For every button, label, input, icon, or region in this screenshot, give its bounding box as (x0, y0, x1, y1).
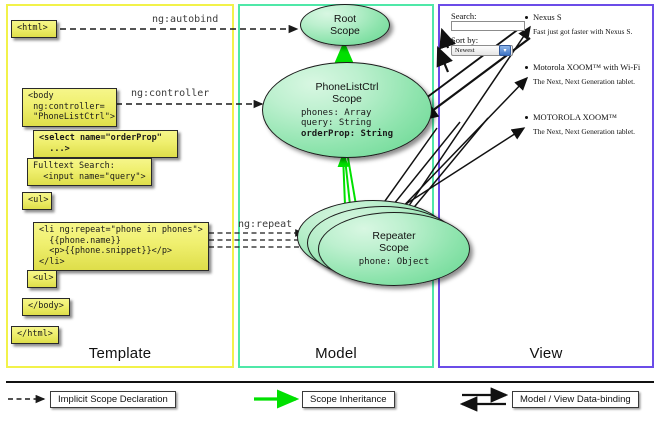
scope-repeater-props: phone: Object (359, 257, 429, 268)
codebox-body-open[interactable]: <body ng:controller= "PhoneListCtrl"> (22, 88, 117, 127)
scope-prop-query: query: String (300, 118, 372, 129)
legend-item-implicit-scope-declaration: Implicit Scope Declaration (50, 391, 176, 408)
panel-model-label: Model (315, 345, 357, 362)
codebox-ul-close[interactable]: <ul> (27, 270, 57, 288)
codebox-li-repeat[interactable]: <li ng:repeat="phone in phones"> {{phone… (33, 222, 209, 271)
phone-name: Nexus S (524, 12, 652, 22)
scope-root-title-1: Root (333, 13, 357, 25)
panel-view: View (438, 4, 654, 368)
list-item[interactable]: Motorola XOOM™ with Wi-Fi The Next, Next… (524, 62, 652, 86)
phone-snippet: The Next, Next Generation tablet. (533, 77, 636, 86)
legend-item-model-view-data-binding: Model / View Data-binding (512, 391, 639, 408)
scope-repeater-title-2: Scope (379, 242, 409, 255)
sort-select-value: Newest (455, 47, 475, 54)
panel-view-label: View (529, 345, 563, 362)
list-item[interactable]: Nexus S Fast just got faster with Nexus … (524, 12, 652, 36)
legend-divider (6, 381, 654, 383)
scope-prop-orderprop: orderProp: String (300, 128, 394, 139)
sort-select[interactable]: Newest ▾ (451, 45, 513, 56)
scope-phonelistctrl[interactable]: PhoneListCtrl Scope phones: Array query:… (262, 62, 432, 158)
codebox-select-tag[interactable]: <select name="orderProp" ...> (33, 130, 178, 158)
scope-phonelistctrl-props: phones: Array query: String orderProp: S… (301, 108, 393, 140)
label-ng-autobind: ng:autobind (152, 14, 219, 25)
list-item[interactable]: MOTOROLA XOOM™ The Next, Next Generation… (524, 112, 652, 136)
scope-phonelistctrl-title-1: PhoneListCtrl (315, 80, 379, 93)
phone-snippet: The Next, Next Generation tablet. (533, 127, 636, 136)
legend-item-scope-inheritance: Scope Inheritance (302, 391, 395, 408)
codebox-fulltext-search[interactable]: Fulltext Search: <input name="query"> (27, 158, 152, 186)
phone-name: MOTOROLA XOOM™ (524, 112, 652, 122)
scope-phonelistctrl-title-2: Scope (332, 92, 362, 105)
panel-model: Model (238, 4, 434, 368)
scope-repeater-title-1: Repeater (372, 230, 416, 243)
codebox-html-close[interactable]: </html> (11, 326, 59, 344)
scope-root-title-2: Scope (330, 25, 360, 37)
scope-repeater[interactable]: Repeater Scope phone: Object (318, 212, 470, 286)
search-input[interactable] (451, 21, 525, 31)
codebox-ul-open[interactable]: <ul> (22, 192, 52, 210)
sort-label: Sort by: (451, 35, 479, 45)
scope-root[interactable]: Root Scope (300, 4, 390, 46)
phone-snippet: Fast just got faster with Nexus S. (533, 27, 633, 36)
codebox-body-close[interactable]: </body> (22, 298, 70, 316)
scope-prop-phone: phone: Object (358, 257, 430, 268)
label-ng-repeat: ng:repeat (238, 219, 293, 230)
label-ng-controller: ng:controller (131, 88, 210, 99)
panel-template-label: Template (88, 345, 152, 362)
phone-name: Motorola XOOM™ with Wi-Fi (524, 62, 652, 72)
scope-prop-phones: phones: Array (300, 107, 372, 118)
chevron-down-icon: ▾ (499, 45, 511, 56)
search-label: Search: (451, 11, 477, 21)
codebox-html-open[interactable]: <html> (11, 20, 57, 38)
